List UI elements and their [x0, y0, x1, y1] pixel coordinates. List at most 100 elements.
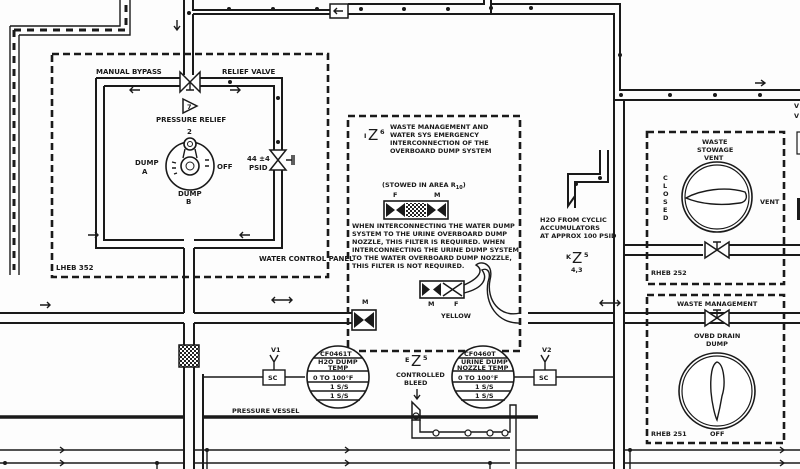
filter-m-label: M — [434, 191, 440, 199]
manual-bypass-label: MANUAL BYPASS — [96, 68, 162, 76]
interconnect-title-4: OVERBOARD DUMP SYSTEM — [390, 147, 491, 155]
zone-number: 6 — [380, 128, 385, 136]
zone-letter: Z — [368, 126, 378, 144]
stowed-filter-icon — [383, 200, 449, 220]
psid-value: 44 ±4 — [247, 155, 270, 163]
dump-b-sub: B — [186, 198, 191, 206]
meter-h2o-dump-temp: SC V1 CF0461T H2O DUMP TEMP 0 TO 100°F 1… — [202, 345, 370, 409]
vent-title-1: WASTE — [702, 138, 727, 146]
relief-valve-label: RELIEF VALVE — [222, 68, 276, 76]
bleed-label-2: BLEED — [404, 379, 428, 387]
accumulator-label-3: AT APPROX 100 PSID — [540, 232, 617, 240]
waste-stowage-vent-knob-icon — [681, 161, 753, 233]
off-label: OFF — [217, 163, 233, 171]
pressure-relief-label: PRESSURE RELIEF — [156, 116, 226, 124]
filter-f-label: F — [393, 191, 397, 199]
interconnect-title-2: WATER SYS EMERGENCY — [390, 131, 479, 139]
top-water-line — [173, 0, 800, 469]
zone-e-letter: Z — [411, 352, 421, 370]
port-m-label: M — [362, 298, 368, 306]
panel-id-lheb352: LHEB 352 — [56, 264, 94, 272]
svg-text:V: V — [794, 112, 799, 120]
dump-a-sub: A — [142, 168, 148, 176]
note-line-2: SYSTEM TO THE URINE OVERBOARD DUMP — [352, 230, 507, 238]
emergency-interconnect-panel: I Z 6 WASTE MANAGEMENT AND WATER SYS EME… — [346, 114, 522, 353]
connector-f-label: F — [454, 300, 458, 308]
meter1-line2: TEMP — [328, 364, 348, 372]
meter1-range: 0 TO 100°F — [313, 374, 353, 382]
controlled-bleed: E Z 5 CONTROLLED BLEED — [396, 352, 445, 421]
drain-title: WASTE MANAGEMENT — [677, 300, 758, 308]
overboard-drain-panel: WASTE MANAGEMENT OVBD DRAIN DUMP RHEB 25… — [624, 293, 800, 445]
meter1-line1: H2O DUMP — [318, 358, 358, 366]
meter2-rate1: 1 S/S — [475, 383, 494, 391]
interconnect-title-1: WASTE MANAGEMENT AND — [390, 123, 489, 131]
svg-text:7: 7 — [187, 103, 192, 111]
meter1-id: CF0461T — [320, 350, 352, 358]
filter-icon — [178, 344, 200, 368]
connector-m-label: M — [428, 300, 434, 308]
zone-e-prefix: E — [405, 356, 409, 364]
selector-number: 2 — [187, 128, 192, 136]
meter2-line2: NOZZLE TEMP — [457, 364, 509, 372]
svg-text:V: V — [794, 102, 799, 110]
accumulator-label-2: ACCUMULATORS — [540, 224, 600, 232]
interconnect-title-3: INTERCONNECTION OF THE — [390, 139, 489, 147]
pressure-vessel: PRESSURE VESSEL — [0, 404, 800, 469]
note-line-1: WHEN INTERCONNECTING THE WATER DUMP — [352, 222, 515, 230]
dump-selector-dial-icon — [165, 137, 215, 191]
meter1-rate2: 1 S/S — [330, 392, 349, 400]
note-line-5: TO THE WATER OVERBOARD DUMP NOZZLE, — [352, 254, 512, 262]
overboard-drain-knob-icon — [678, 352, 756, 430]
vent-title-3: VENT — [704, 154, 724, 162]
hose-connector-icon — [419, 262, 521, 324]
top-line-dots — [187, 6, 762, 97]
cyclic-accumulator-line: H2O FROM CYCLIC ACCUMULATORS AT APPROX 1… — [540, 150, 617, 274]
accumulator-label-1: H2O FROM CYCLIC — [540, 216, 607, 224]
note-line-6: THIS FILTER IS NOT REQUIRED. — [352, 262, 464, 270]
zone-k-letter: Z — [572, 249, 582, 267]
meter2-line1: URINE DUMP — [461, 358, 508, 366]
hose-color-label: YELLOW — [440, 312, 471, 320]
signal-v1: V1 — [271, 346, 281, 354]
stowed-label: (STOWED IN AREA R10) — [382, 181, 466, 191]
note-line-4: INTERCONNECTING THE URINE DUMP SYSTEM — [352, 246, 519, 254]
vent-line-left — [9, 0, 131, 275]
panel-id-rheb252: RHEB 252 — [651, 269, 687, 277]
signal-v2: V2 — [542, 346, 552, 354]
zone-k-number: 5 — [584, 251, 589, 259]
drain-off-label: OFF — [710, 430, 724, 438]
zone-k-sub: 4,3 — [571, 266, 583, 274]
svg-text:SC: SC — [539, 374, 549, 382]
drain-label-2: DUMP — [706, 340, 728, 348]
dump-a-label: DUMP — [135, 159, 159, 167]
meter2-range: 0 TO 100°F — [458, 374, 498, 382]
drain-valve-icon — [704, 308, 730, 328]
meter-urine-dump-nozzle-temp: CF0460T URINE DUMP NOZZLE TEMP 0 TO 100°… — [451, 345, 614, 409]
psid-unit: PSID — [249, 164, 268, 172]
panel-id-rheb251: RHEB 251 — [651, 430, 687, 438]
meter1-rate1: 1 S/S — [330, 383, 349, 391]
meter2-rate2: 1 S/S — [475, 392, 494, 400]
right-edge-panel-fragment: V V — [794, 102, 800, 220]
svg-text:SC: SC — [268, 374, 278, 382]
bleed-label-1: CONTROLLED — [396, 371, 445, 379]
vent-label: VENT — [760, 198, 780, 206]
vent-title-2: STOWAGE — [697, 146, 733, 154]
water-control-panel-label: WATER CONTROL PANEL — [259, 255, 354, 263]
dump-b-label: DUMP — [178, 190, 202, 198]
meter2-id: CF0460T — [464, 350, 496, 358]
manual-bypass-valve-icon — [179, 70, 201, 94]
zone-k-prefix: K — [566, 253, 572, 261]
zone-e-number: 5 — [423, 354, 428, 362]
pressure-vessel-label: PRESSURE VESSEL — [232, 407, 299, 415]
vent-valve-icon — [704, 240, 730, 260]
interconnect-port-icon — [351, 309, 377, 331]
drain-label-1: OVBD DRAIN — [694, 332, 740, 340]
relief-valve-icon — [268, 149, 295, 171]
pressure-relief-marker-icon: 7 — [182, 97, 199, 115]
